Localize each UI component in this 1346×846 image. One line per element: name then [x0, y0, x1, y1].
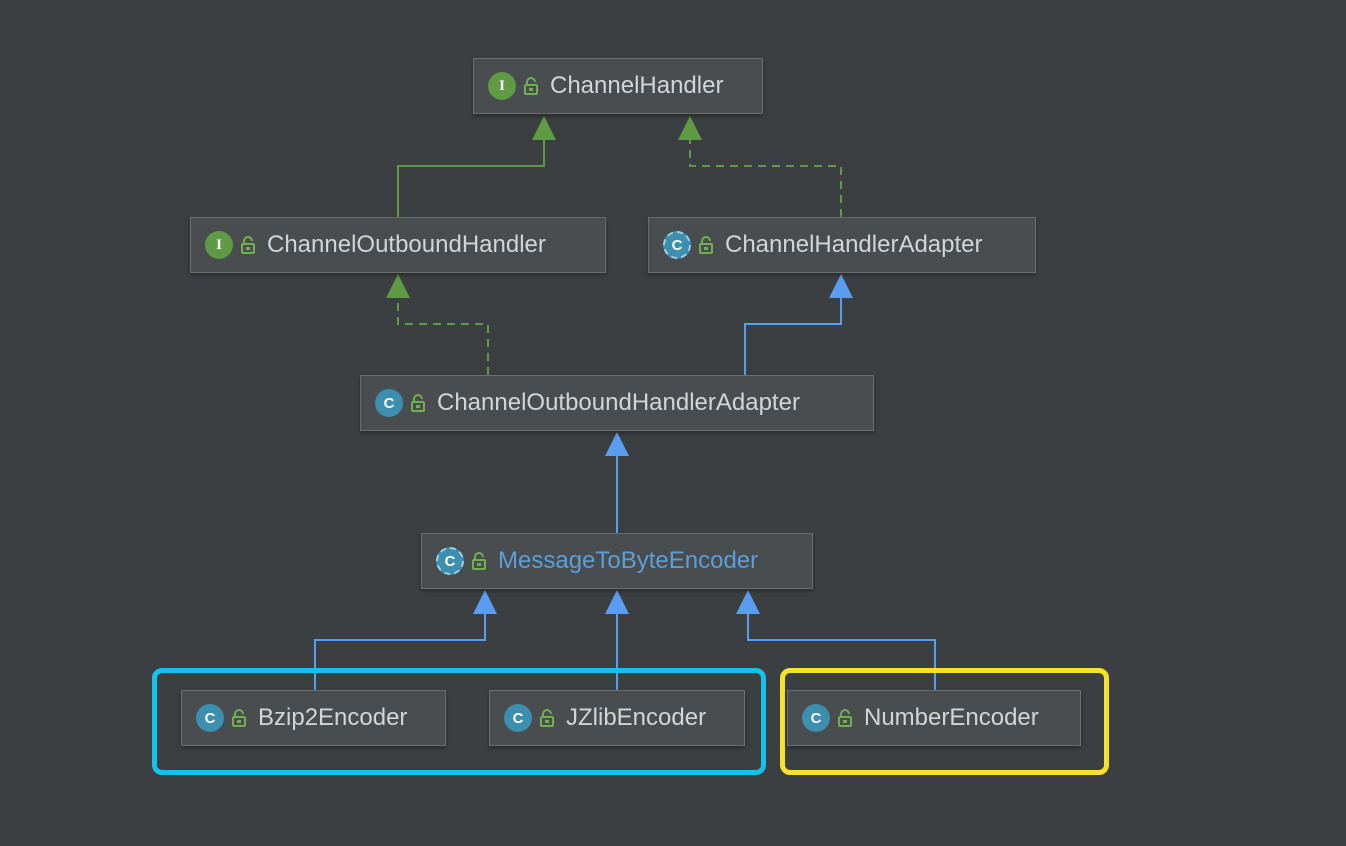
- node-label: NumberEncoder: [864, 704, 1039, 731]
- node-label: JZlibEncoder: [566, 704, 707, 731]
- edge-extends-line: [314, 614, 486, 690]
- class-icon: C: [196, 704, 224, 732]
- node-label: ChannelOutboundHandlerAdapter: [437, 389, 800, 416]
- node-bzip2-encoder[interactable]: C Bzip2Encoder: [181, 690, 446, 746]
- unlocked-icon: [241, 236, 255, 254]
- node-number-encoder[interactable]: C NumberEncoder: [787, 690, 1081, 746]
- node-label: ChannelHandler: [550, 72, 724, 99]
- unlocked-icon: [524, 77, 538, 95]
- highlight-box-cyan: [152, 668, 766, 775]
- unlocked-icon: [699, 236, 713, 254]
- edge-extends-line: [744, 298, 842, 375]
- unlocked-icon: [540, 709, 554, 727]
- edge-extends-interface-line: [397, 140, 545, 217]
- edge-arrowhead: [532, 116, 556, 140]
- node-label: ChannelHandlerAdapter: [725, 231, 983, 258]
- class-icon: C: [504, 704, 532, 732]
- edge-arrowhead: [386, 274, 410, 298]
- edge-arrowhead: [605, 432, 629, 456]
- node-label: ChannelOutboundHandler: [267, 231, 546, 258]
- highlight-box-yellow: [780, 668, 1109, 775]
- edge-implements-line: [689, 140, 842, 217]
- edge-extends-line: [747, 614, 936, 690]
- node-channel-handler[interactable]: I ChannelHandler: [473, 58, 763, 114]
- unlocked-icon: [411, 394, 425, 412]
- class-icon: C: [375, 389, 403, 417]
- edge-arrowhead: [605, 590, 629, 614]
- abstract-class-icon: C: [663, 231, 691, 259]
- edge-implements-line: [397, 298, 489, 375]
- node-label: Bzip2Encoder: [258, 704, 408, 731]
- class-icon: C: [802, 704, 830, 732]
- node-label: MessageToByteEncoder: [498, 547, 759, 574]
- edge-arrowhead: [473, 590, 497, 614]
- unlocked-icon: [838, 709, 852, 727]
- unlocked-icon: [472, 552, 486, 570]
- edge-arrowhead: [678, 116, 702, 140]
- unlocked-icon: [232, 709, 246, 727]
- interface-icon: I: [205, 231, 233, 259]
- node-jzlib-encoder[interactable]: C JZlibEncoder: [489, 690, 745, 746]
- interface-icon: I: [488, 72, 516, 100]
- node-channel-handler-adapter[interactable]: C ChannelHandlerAdapter: [648, 217, 1036, 273]
- node-channel-outbound-handler-adapter[interactable]: C ChannelOutboundHandlerAdapter: [360, 375, 874, 431]
- edge-arrowhead: [829, 274, 853, 298]
- edge-arrowhead: [736, 590, 760, 614]
- node-channel-outbound-handler[interactable]: I ChannelOutboundHandler: [190, 217, 606, 273]
- abstract-class-icon: C: [436, 547, 464, 575]
- node-message-to-byte-encoder[interactable]: C MessageToByteEncoder: [421, 533, 813, 589]
